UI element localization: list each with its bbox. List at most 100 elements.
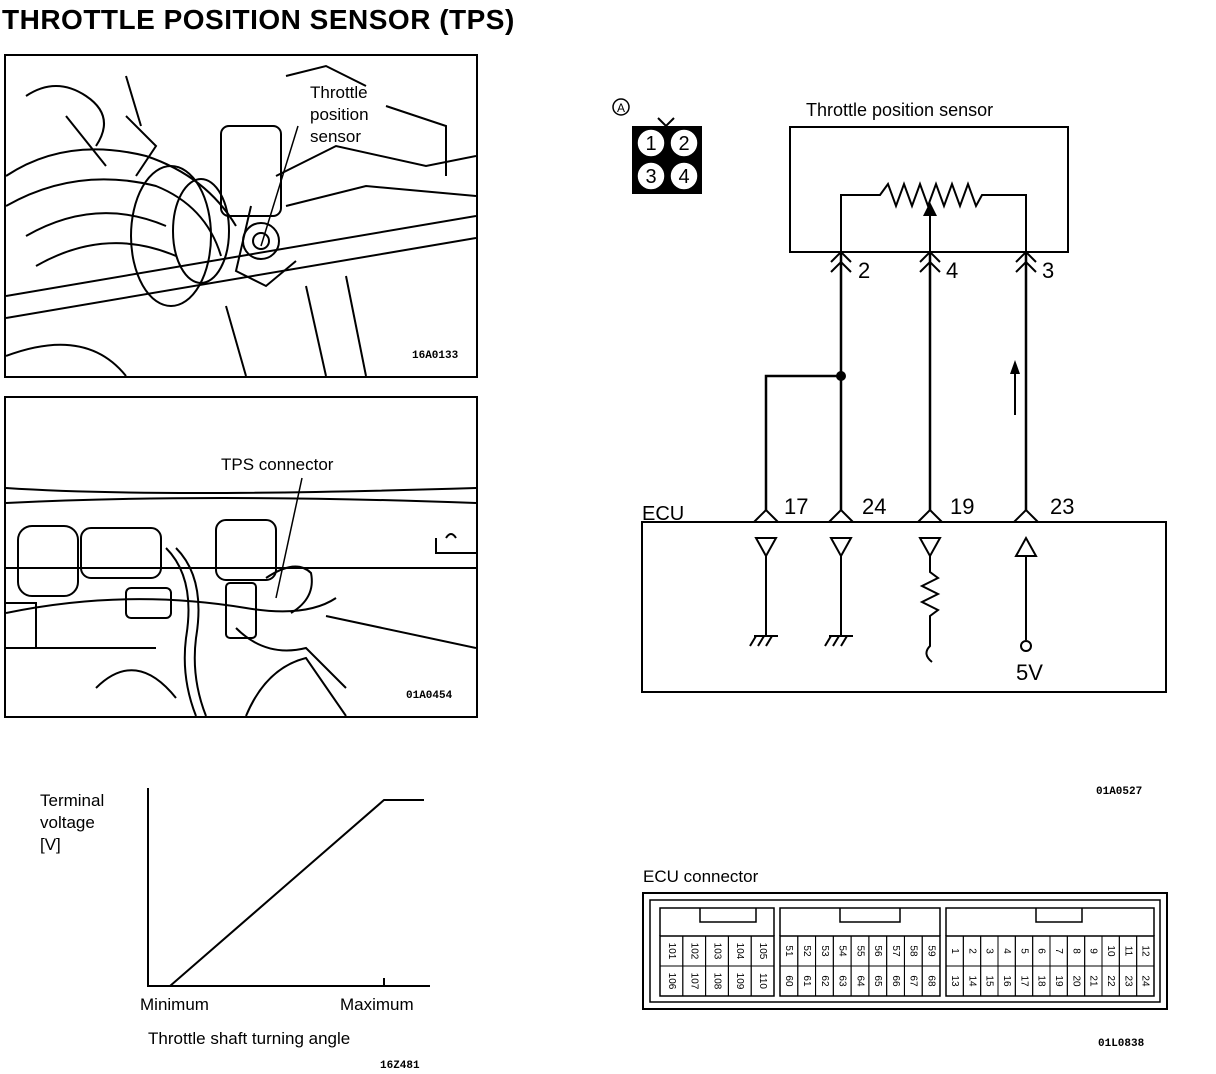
graph-figure-code: 16Z481 [380,1060,420,1072]
ecu-pin-19: 19 [950,494,974,519]
ecu-label: ECU [642,503,684,525]
sensor-label: Throttle position sensor [806,100,993,120]
circuit-wires [764,252,1028,510]
connector-pin-1: 1 [645,133,656,155]
voltage-curve [169,799,424,987]
connector-marker: A [617,101,625,115]
connector-pin-number: 22 [1105,975,1116,987]
engine-bay-drawing-1 [6,64,476,376]
connector-pin-number: 62 [819,975,830,987]
potentiometer-resistor [840,181,1027,252]
connector-pin-number: 103 [711,943,722,960]
ecu-box [641,521,1167,693]
connector-pin-number: 66 [890,975,901,987]
connector-pin-number: 104 [734,943,745,960]
connector-pin-number: 105 [757,943,768,960]
callout-line-3: sensor [310,127,362,146]
throttle-sensor-illustration: Throttle position sensor 16A0133 [4,54,478,378]
engine-bay-drawing-2 [6,477,476,716]
ecu-pin-17: 17 [784,494,808,519]
ecu-pin-24: 24 [862,494,886,519]
connector-pin-number: 2 [966,948,977,954]
supply-voltage: 5V [1016,660,1043,685]
page-title: THROTTLE POSITION SENSOR (TPS) [2,4,515,35]
y-label-line-3: [V] [40,835,61,854]
connector-pin-number: 13 [949,975,960,987]
connector-pin-number: 12 [1140,945,1151,957]
tps-connector-illustration: TPS connector 01A0454 [4,396,478,718]
y-label-line-1: Terminal [40,791,105,810]
connector-pin-number: 65 [872,975,883,987]
splice-point [836,371,846,381]
ecu-pin-23: 23 [1050,494,1074,519]
connector-pin-number: 7 [1053,948,1064,954]
connector-pin-number: 106 [666,973,677,990]
figure-code: 01A0454 [406,690,453,702]
connector-pin-number: 61 [801,975,812,987]
connector-pin-number: 14 [966,975,977,987]
sensor-pin-2: 2 [858,258,870,283]
sensor-terminals [830,250,1037,273]
connector-key-notch [699,908,757,923]
connector-pin-number: 17 [1018,975,1029,987]
connector-pin-number: 102 [689,943,700,960]
tps-connector-callout: TPS connector [221,455,334,474]
connector-pin-number: 8 [1070,948,1081,954]
connector-pin-number: 51 [783,945,794,957]
connector-pin-number: 11 [1122,946,1133,957]
connector-pin-number: 4 [1001,948,1012,954]
connector-pin-number: 54 [837,945,848,957]
connector-cell [750,965,775,997]
figure-code: 16A0133 [412,350,459,362]
graph-axes [147,788,430,987]
connector-pin-number: 24 [1140,975,1151,987]
connector-pin-number: 53 [819,945,830,957]
ecu-connector-figure-code: 01L0838 [1098,1038,1145,1050]
graph-x-label: Throttle shaft turning angle [148,1029,351,1048]
ecu-connector-face: 1011061021071031081041091051105160526153… [642,892,1168,1010]
connector-pin-number: 3 [984,948,995,954]
connector-pin-number: 23 [1122,975,1133,987]
connector-pin-number: 60 [783,975,794,987]
throttle-position-sensor-callout: Throttle position sensor [310,82,369,148]
connector-key-notch [1035,908,1083,923]
callout-line-2: position [310,105,369,124]
connector-pin-2: 2 [678,133,689,155]
connector-pin-number: 68 [925,975,936,987]
connector-pin-number: 20 [1070,975,1081,987]
connector-pin-number: 64 [854,975,865,987]
ecu-connector-label: ECU connector [643,867,759,886]
connector-block-outline [779,907,941,936]
connector-pin-number: 21 [1088,975,1099,987]
connector-pin-number: 1 [949,948,960,954]
connector-pin-number: 63 [837,975,848,987]
connector-cell [921,965,941,997]
connector-cell [1136,965,1155,997]
connector-pin-number: 57 [890,945,901,957]
ecu-terminals [753,508,1039,523]
ecu-connector-housing [642,892,1168,1010]
connector-block-outline [659,907,775,936]
connector-pin-number: 110 [757,973,768,989]
connector-pin-number: 16 [1001,975,1012,987]
connector-face [632,117,702,194]
connector-pin-number: 6 [1036,948,1047,954]
connector-pin-number: 9 [1088,948,1099,954]
connector-marker-circle [612,98,630,116]
connector-pin-number: 59 [925,945,936,957]
connector-pin-number: 58 [908,945,919,957]
current-arrowhead [1010,360,1020,374]
voltage-characteristic-graph [147,788,430,987]
connector-block-outline [945,907,1155,936]
sensor-pin-4: 4 [946,258,958,283]
graph-y-label: Terminal voltage [V] [40,790,104,856]
x-tick-maximum: Maximum [340,995,414,1014]
connector-pin-number: 56 [872,945,883,957]
connector-pin-number: 15 [984,975,995,987]
connector-pin-4: 4 [678,166,689,188]
connector-pin-number: 52 [801,945,812,957]
x-tick-minimum: Minimum [140,995,209,1014]
connector-pin-number: 55 [854,945,865,957]
connector-pin-number: 5 [1018,948,1029,954]
callout-line-1: Throttle [310,83,368,102]
